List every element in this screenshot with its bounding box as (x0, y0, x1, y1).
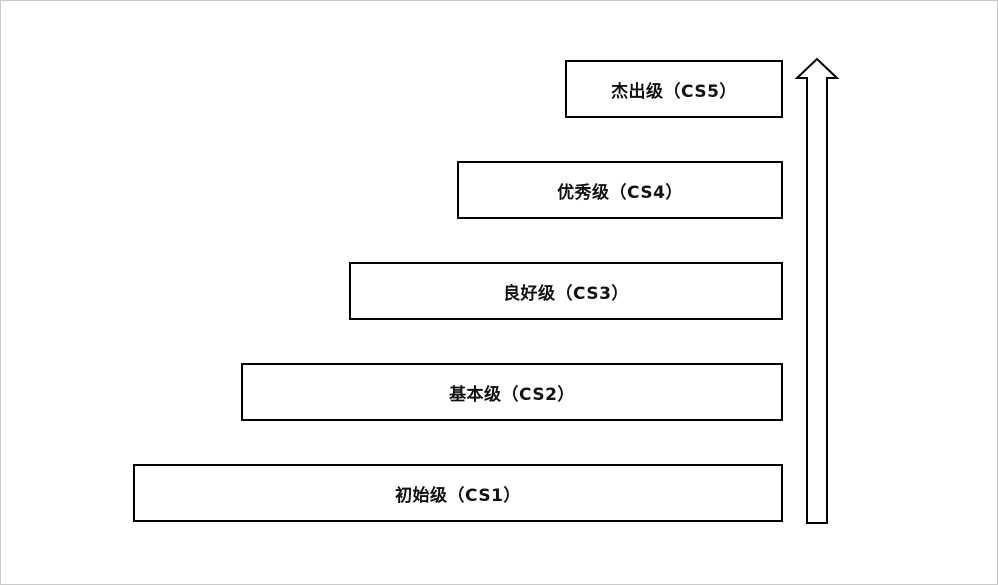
level-box-cs1: 初始级（CS1） (133, 464, 783, 522)
level-label-cs5: 杰出级（CS5） (611, 81, 737, 102)
level-label-cs2: 基本级（CS2） (449, 384, 575, 405)
up-arrow-icon (794, 57, 840, 524)
level-label-cs3: 良好级（CS3） (503, 283, 629, 304)
level-box-cs2: 基本级（CS2） (241, 363, 783, 421)
level-box-cs5: 杰出级（CS5） (565, 60, 783, 118)
level-box-cs4: 优秀级（CS4） (457, 161, 783, 219)
level-label-cs4: 优秀级（CS4） (557, 182, 683, 203)
level-box-cs3: 良好级（CS3） (349, 262, 783, 320)
level-label-cs1: 初始级（CS1） (395, 485, 521, 506)
